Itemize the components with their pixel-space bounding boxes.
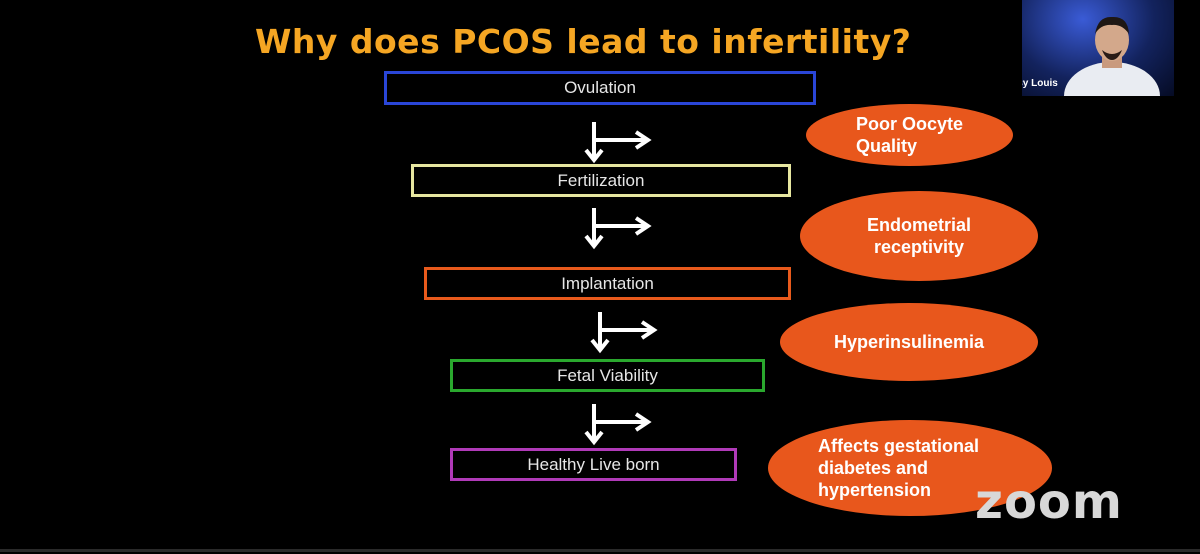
slide-title: Why does PCOS lead to infertility? [255, 22, 912, 61]
step-fetal-viability: Fetal Viability [450, 359, 765, 392]
factor-poor-oocyte-quality: Poor Oocyte Quality [806, 104, 1013, 166]
factor-line: Quality [855, 136, 917, 156]
step-implantation: Implantation [424, 267, 791, 300]
step-fertilization: Fertilization [411, 164, 791, 197]
step-healthy-live-born: Healthy Live born [450, 448, 737, 481]
factor-hyperinsulinemia: Hyperinsulinemia [780, 303, 1038, 381]
step-label: Healthy Live born [527, 454, 660, 474]
step-label: Fertilization [557, 170, 645, 190]
factor-line: Poor Oocyte [855, 114, 964, 134]
divider [0, 549, 1200, 552]
step-label: Implantation [561, 273, 654, 293]
factor-line: hypertension [818, 480, 932, 500]
factor-endometrial-receptivity: Endometrial receptivity [800, 191, 1038, 281]
step-label: Ovulation [564, 78, 636, 97]
step-ovulation: Ovulation [384, 71, 816, 105]
factor-line: diabetes and [818, 458, 929, 478]
down-right-arrow-icon [590, 312, 658, 354]
down-right-arrow-icon [584, 122, 652, 164]
factor-gestational-diabetes-hypertension: Affects gestational diabetes and hyperte… [768, 420, 1052, 516]
factor-line: Hyperinsulinemia [833, 332, 985, 352]
participant-name: Fessy Louis [1022, 78, 1058, 89]
factor-line: Affects gestational [818, 436, 980, 456]
down-right-arrow-icon [584, 404, 652, 446]
speaker-figure [1064, 16, 1160, 96]
down-right-arrow-icon [584, 208, 652, 250]
factor-line: receptivity [873, 237, 965, 257]
factor-line: Endometrial [866, 215, 972, 235]
zoom-logo: zoom [975, 474, 1123, 530]
step-label: Fetal Viability [557, 365, 658, 385]
participant-video-tile[interactable]: Fessy Louis [1022, 0, 1174, 96]
